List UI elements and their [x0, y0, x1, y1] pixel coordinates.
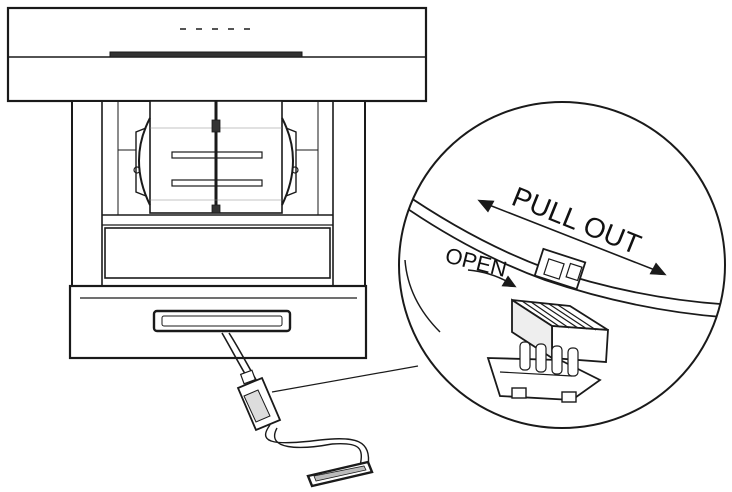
blower-fan: [118, 100, 318, 214]
inline-connector: [533, 247, 587, 291]
hood-canopy: [6, 6, 428, 103]
detail-magnifier: PULL OUT OPEN: [398, 101, 726, 429]
cable-connector: [236, 369, 282, 432]
detail-leader-line: [271, 365, 419, 393]
lower-drawer: [68, 284, 368, 360]
indicator-dots: [180, 28, 250, 30]
cable-harness: [221, 332, 370, 467]
terminal-block: [486, 298, 609, 403]
open-arrow: [467, 269, 517, 288]
detail-open-arc: [404, 259, 441, 333]
cable-end-plug: [306, 460, 374, 488]
pull-out-arrow: [477, 199, 667, 276]
